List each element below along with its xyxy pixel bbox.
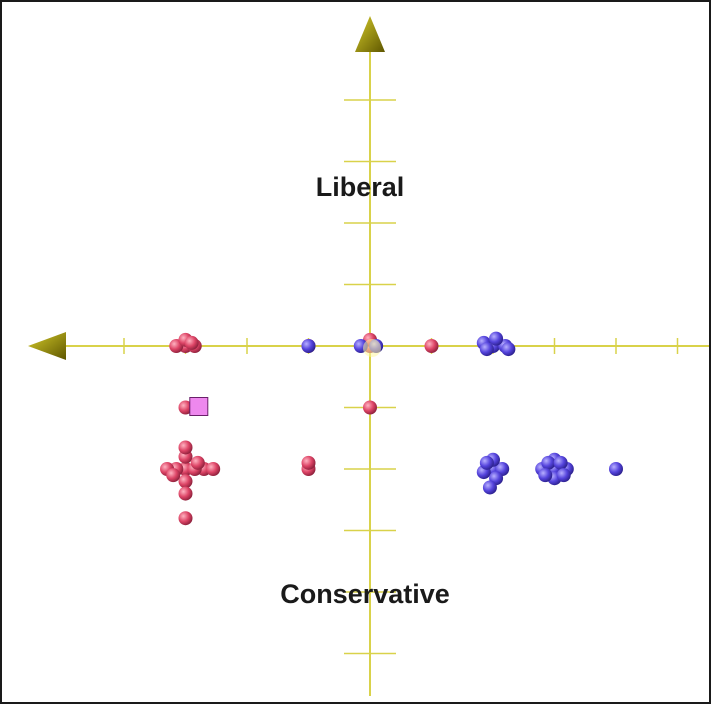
data-point-red <box>301 455 316 470</box>
liberal-label: Liberal <box>316 172 405 202</box>
data-points <box>160 331 623 526</box>
data-point-red <box>166 468 181 483</box>
data-point-blue <box>482 480 497 495</box>
data-point-red <box>190 455 205 470</box>
data-point-blue <box>538 468 553 483</box>
data-point-red <box>363 400 377 415</box>
data-point-red <box>206 462 221 476</box>
data-point-blue <box>501 342 516 357</box>
data-point-red <box>178 474 193 489</box>
data-point-blue <box>553 455 568 470</box>
data-point-blue <box>541 455 556 470</box>
data-point-blue <box>489 331 504 346</box>
data-point-blue <box>479 455 494 470</box>
data-point-blue <box>556 468 571 483</box>
data-point-red <box>178 511 193 526</box>
data-point-red <box>424 339 439 353</box>
data-point-red <box>184 335 199 350</box>
data-point-blue <box>479 342 494 357</box>
data-point-square <box>189 397 209 416</box>
data-point-blue <box>301 339 316 353</box>
data-point-red <box>178 400 193 415</box>
data-point-red <box>178 440 193 455</box>
conservative-label: Conservative <box>280 579 450 609</box>
data-point-blue <box>609 462 623 476</box>
y-axis-arrow-icon <box>355 16 385 52</box>
data-point-red <box>178 486 193 501</box>
origin-highlight <box>363 339 381 357</box>
x-axis-arrow-icon <box>28 332 66 360</box>
